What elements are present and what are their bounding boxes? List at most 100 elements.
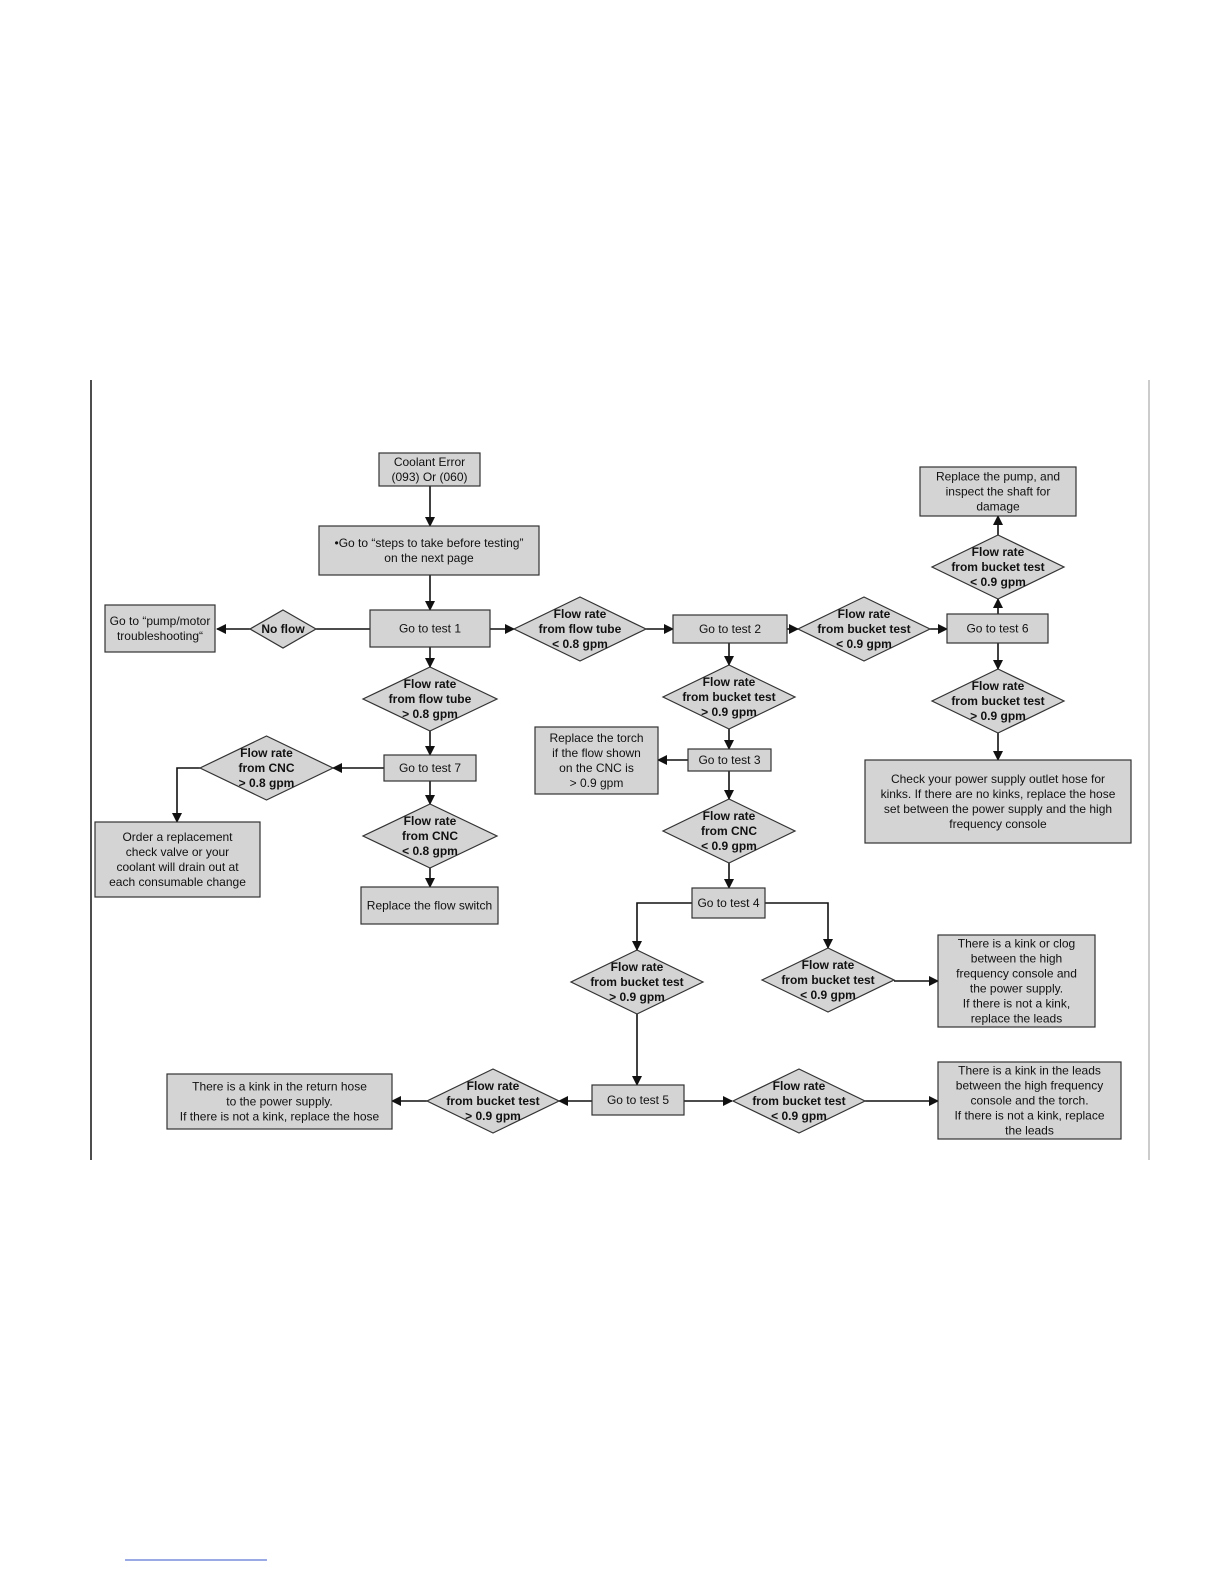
node-text-line: < 0.8 gpm bbox=[402, 844, 458, 858]
decision-diamond bbox=[569, 949, 705, 1015]
process-box bbox=[378, 452, 481, 487]
edge-test4-to-bucket-lt-c bbox=[765, 902, 833, 949]
node-text-line: > 0.9 gpm bbox=[570, 776, 624, 790]
decision-diamond bbox=[512, 596, 648, 662]
node-steps-before: •Go to “steps to take before testing”on … bbox=[318, 525, 540, 576]
node-text-line: the power supply. bbox=[970, 982, 1063, 996]
decision-diamond bbox=[661, 798, 797, 864]
node-text-line: from CNC bbox=[239, 761, 295, 775]
node-text-line: on the next page bbox=[384, 551, 474, 565]
node-text-line: between the high bbox=[971, 952, 1062, 966]
process-box bbox=[318, 525, 540, 576]
edge-cnc-gt-a-to-order-valve bbox=[172, 767, 200, 823]
process-box bbox=[591, 1084, 685, 1116]
decision-diamond bbox=[248, 609, 318, 649]
node-text-line: Check your power supply outlet hose for bbox=[891, 772, 1105, 786]
node-text-line: damage bbox=[976, 500, 1020, 514]
node-text-line: from bucket test bbox=[951, 560, 1044, 574]
node-text-line: Flow rate bbox=[404, 677, 457, 691]
decision-diamond bbox=[760, 947, 896, 1013]
node-text-line: inspect the shaft for bbox=[946, 485, 1051, 499]
node-text-line: Coolant Error bbox=[394, 455, 465, 469]
node-text-line: Go to test 7 bbox=[399, 761, 461, 775]
decision-diamond bbox=[361, 666, 499, 732]
node-text-line: to the power supply. bbox=[226, 1095, 333, 1109]
node-text-line: Flow rate bbox=[240, 746, 293, 760]
node-text-line: Go to test 6 bbox=[966, 622, 1028, 636]
node-test1: Go to test 1 bbox=[369, 609, 491, 648]
node-text-line: < 0.9 gpm bbox=[800, 988, 856, 1002]
node-text-line: •Go to “steps to take before testing” bbox=[335, 536, 524, 550]
node-text-line: < 0.8 gpm bbox=[552, 637, 608, 651]
node-text-line: Flow rate bbox=[802, 958, 855, 972]
node-text-line: Flow rate bbox=[972, 545, 1025, 559]
node-text-line: on the CNC is bbox=[559, 761, 634, 775]
node-text-line: Flow rate bbox=[404, 814, 457, 828]
node-text-line: > 0.9 gpm bbox=[609, 990, 665, 1004]
process-box bbox=[534, 726, 659, 795]
node-text-line: Go to test 2 bbox=[699, 622, 761, 636]
node-text-line: Order a replacement bbox=[122, 830, 233, 844]
node-text-line: from bucket test bbox=[446, 1094, 539, 1108]
decision-diamond bbox=[661, 664, 797, 730]
process-box bbox=[919, 466, 1077, 517]
node-text-line: set between the power supply and the hig… bbox=[884, 802, 1112, 816]
node-text-line: There is a kink or clog bbox=[958, 937, 1075, 951]
decision-diamond bbox=[930, 534, 1066, 600]
node-text-line: Replace the torch bbox=[549, 731, 643, 745]
node-text-line: Flow rate bbox=[972, 679, 1025, 693]
node-text-line: If there is not a kink, replace bbox=[954, 1109, 1104, 1123]
process-box bbox=[360, 886, 499, 925]
node-test5: Go to test 5 bbox=[591, 1084, 685, 1116]
node-text-line: Go to test 4 bbox=[697, 896, 759, 910]
node-replace-switch: Replace the flow switch bbox=[360, 886, 499, 925]
node-text-line: There is a kink in the return hose bbox=[192, 1080, 367, 1094]
node-text-line: > 0.8 gpm bbox=[239, 776, 295, 790]
node-text-line: frequency console and bbox=[956, 967, 1077, 981]
node-text-line: from bucket test bbox=[752, 1094, 845, 1108]
node-text-line: Flow rate bbox=[703, 809, 756, 823]
node-text-line: Replace the flow switch bbox=[367, 899, 492, 913]
decision-diamond bbox=[731, 1068, 867, 1134]
edge-test4-to-bucket-gt-c bbox=[632, 902, 692, 951]
node-text-line: from bucket test bbox=[590, 975, 683, 989]
decision-diamond bbox=[198, 735, 335, 801]
node-no-flow: No flow bbox=[248, 609, 318, 649]
node-text-line: > 0.9 gpm bbox=[701, 705, 757, 719]
node-text-line: < 0.9 gpm bbox=[970, 575, 1026, 589]
process-box bbox=[94, 821, 261, 898]
node-text-line: from bucket test bbox=[817, 622, 910, 636]
node-text-line: If there is not a kink, bbox=[963, 997, 1070, 1011]
node-text-line: from bucket test bbox=[682, 690, 775, 704]
process-box bbox=[383, 754, 477, 782]
node-text-line: (093) Or (060) bbox=[391, 470, 467, 484]
process-box bbox=[946, 613, 1049, 644]
node-check-outlet: Check your power supply outlet hose fork… bbox=[864, 759, 1132, 844]
node-test4: Go to test 4 bbox=[691, 887, 766, 919]
node-text-line: troubleshooting“ bbox=[117, 629, 203, 643]
process-box bbox=[104, 604, 216, 653]
node-text-line: < 0.9 gpm bbox=[836, 637, 892, 651]
connector-arrows bbox=[172, 486, 1003, 1106]
node-text-line: Flow rate bbox=[467, 1079, 520, 1093]
node-text-line: Go to test 3 bbox=[698, 753, 760, 767]
process-box bbox=[672, 614, 788, 644]
node-text-line: between the high frequency bbox=[956, 1079, 1103, 1093]
decision-diamond bbox=[796, 596, 932, 662]
node-text-line: replace the leads bbox=[971, 1012, 1062, 1026]
node-text-line: There is a kink in the leads bbox=[958, 1064, 1101, 1078]
